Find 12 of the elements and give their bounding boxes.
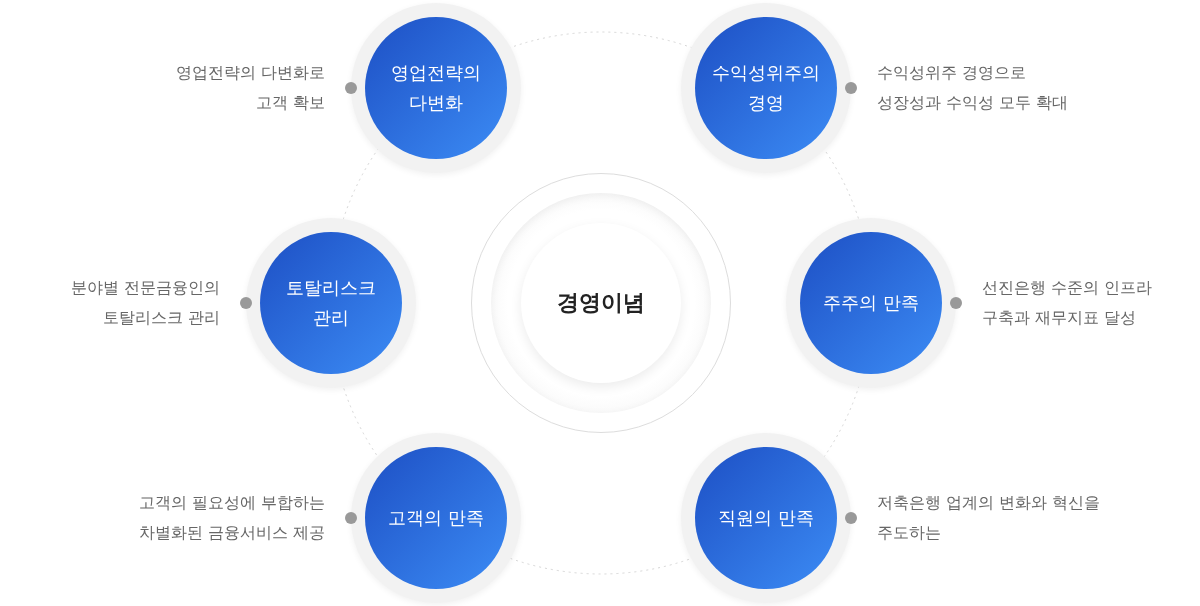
node-label: 고객의 만족	[365, 447, 507, 589]
description-text: 선진은행 수준의 인프라 구축과 재무지표 달성	[982, 277, 1154, 329]
description-text: 수익성위주 경영으로 성장성과 수익성 모두 확대	[877, 62, 1070, 114]
node-label: 영업전략의 다변화	[365, 17, 507, 159]
node-label: 주주의 만족	[800, 232, 942, 374]
node-label: 수익성위주의 경영	[695, 17, 837, 159]
description-text: 분야별 전문금융인의 토탈리스크 관리	[69, 277, 220, 329]
node-label: 토탈리스크 관리	[260, 232, 402, 374]
description-text: 저축은행 업계의 변화와 혁신을 주도하는	[877, 492, 1102, 544]
node-label: 직원의 만족	[695, 447, 837, 589]
description-text: 고객의 필요성에 부합하는 차별화된 금융서비스 제공	[137, 492, 325, 544]
description-text: 영업전략의 다변화로 고객 확보	[174, 62, 325, 114]
